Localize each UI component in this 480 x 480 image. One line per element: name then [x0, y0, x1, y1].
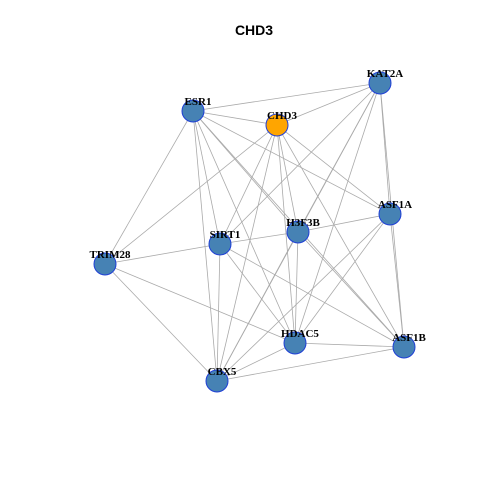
edge-trim28-cbx5 [104, 263, 218, 382]
node-h3f3b[interactable]: H3F3B [286, 217, 320, 244]
edge-hdac5-cbx5 [216, 342, 296, 382]
edge-sirt1-asf1b [219, 243, 405, 348]
edge-chd3-asf1b [276, 124, 405, 348]
edge-esr1-sirt1 [192, 110, 221, 245]
edge-h3f3b-hdac5 [294, 231, 299, 344]
node-label-cbx5: CBX5 [208, 366, 237, 378]
graph-title: CHD3 [235, 22, 273, 38]
edge-h3f3b-cbx5 [216, 231, 299, 382]
node-trim28[interactable]: TRIM28 [90, 249, 131, 276]
node-label-h3f3b: H3F3B [286, 217, 320, 229]
node-circle-cbx5[interactable] [205, 369, 229, 393]
edge-esr1-chd3 [192, 110, 278, 126]
edge-asf1a-cbx5 [216, 213, 391, 382]
node-circle-esr1[interactable] [181, 99, 205, 123]
edge-chd3-h3f3b [276, 124, 299, 233]
node-label-sirt1: SIRT1 [210, 229, 241, 241]
node-label-trim28: TRIM28 [90, 249, 131, 261]
node-asf1a[interactable]: ASF1A [378, 199, 412, 226]
node-cbx5[interactable]: CBX5 [205, 366, 237, 393]
edge-kat2a-sirt1 [219, 82, 381, 245]
node-label-hdac5: HDAC5 [281, 328, 319, 340]
edge-esr1-kat2a [192, 82, 381, 112]
node-circle-hdac5[interactable] [283, 331, 307, 355]
node-circle-trim28[interactable] [93, 252, 117, 276]
node-label-asf1a: ASF1A [378, 199, 412, 211]
edge-chd3-cbx5 [216, 124, 278, 382]
node-esr1[interactable]: ESR1 [181, 96, 212, 123]
edge-esr1-hdac5 [192, 110, 296, 344]
node-hdac5[interactable]: HDAC5 [281, 328, 319, 355]
node-circle-asf1b[interactable] [392, 335, 416, 359]
node-label-chd3: CHD3 [267, 110, 297, 122]
edge-h3f3b-sirt1 [219, 231, 299, 245]
edge-asf1a-h3f3b [297, 213, 391, 233]
node-label-esr1: ESR1 [185, 96, 212, 108]
edge-chd3-trim28 [104, 124, 278, 265]
edge-asf1b-cbx5 [216, 346, 405, 382]
edge-esr1-trim28 [104, 110, 194, 265]
node-label-asf1b: ASF1B [392, 332, 426, 344]
edge-asf1a-asf1b [389, 213, 405, 348]
edge-trim28-hdac5 [104, 263, 296, 344]
edge-chd3-sirt1 [219, 124, 278, 245]
edge-hdac5-asf1b [294, 342, 405, 348]
node-circle-kat2a[interactable] [368, 71, 392, 95]
edge-kat2a-hdac5 [294, 82, 381, 344]
node-circle-asf1a[interactable] [378, 202, 402, 226]
edge-h3f3b-asf1b [297, 231, 405, 348]
edge-esr1-asf1a [192, 110, 391, 215]
node-circle-h3f3b[interactable] [286, 220, 310, 244]
edge-sirt1-hdac5 [219, 243, 296, 344]
edge-chd3-asf1a [276, 124, 391, 215]
node-asf1b[interactable]: ASF1B [392, 332, 426, 359]
edge-esr1-cbx5 [192, 110, 218, 382]
node-kat2a[interactable]: KAT2A [367, 68, 404, 95]
edge-asf1a-hdac5 [294, 213, 391, 344]
node-circle-chd3[interactable] [265, 113, 289, 137]
node-circle-sirt1[interactable] [208, 232, 232, 256]
node-label-kat2a: KAT2A [367, 68, 404, 80]
edge-sirt1-trim28 [104, 243, 221, 265]
edge-chd3-kat2a [276, 82, 381, 126]
edge-sirt1-cbx5 [216, 243, 221, 382]
node-chd3[interactable]: CHD3 [265, 110, 297, 137]
node-sirt1[interactable]: SIRT1 [208, 229, 241, 256]
